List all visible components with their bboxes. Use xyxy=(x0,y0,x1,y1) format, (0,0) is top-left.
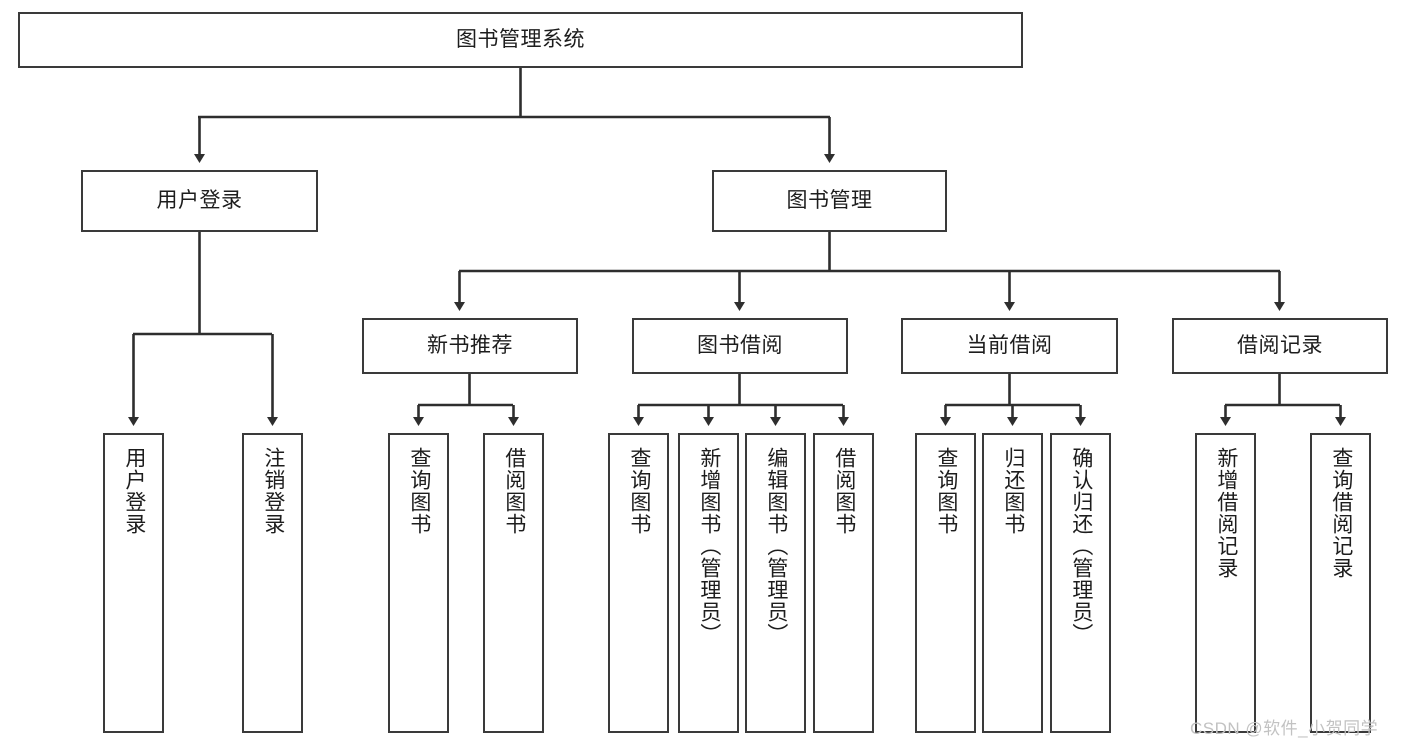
node-leaf-logout-login[interactable]: 注销登录 xyxy=(242,433,303,733)
node-leaf-return-book[interactable]: 归还图书 xyxy=(982,433,1043,733)
node-leaf-query-book-1-label: 查询图书 xyxy=(407,447,431,535)
node-new-book-recommend[interactable]: 新书推荐 xyxy=(362,318,578,374)
node-leaf-user-login[interactable]: 用户登录 xyxy=(103,433,164,733)
node-book-manage-label: 图书管理 xyxy=(786,189,873,213)
node-leaf-logout-login-label: 注销登录 xyxy=(261,447,285,535)
node-leaf-confirm-return-label: 确认归还（管理员） xyxy=(1069,447,1093,645)
node-leaf-add-book-label: 新增图书（管理员） xyxy=(697,447,721,645)
node-leaf-borrow-book-1[interactable]: 借阅图书 xyxy=(483,433,544,733)
node-leaf-add-book[interactable]: 新增图书（管理员） xyxy=(678,433,739,733)
node-book-manage[interactable]: 图书管理 xyxy=(712,170,947,232)
node-leaf-query-book-2[interactable]: 查询图书 xyxy=(608,433,669,733)
node-borrow-record-label: 借阅记录 xyxy=(1237,334,1323,358)
node-leaf-query-borrow-record[interactable]: 查询借阅记录 xyxy=(1310,433,1371,733)
node-leaf-borrow-book-1-label: 借阅图书 xyxy=(502,447,526,535)
node-leaf-edit-book[interactable]: 编辑图书（管理员） xyxy=(745,433,806,733)
node-leaf-query-book-3[interactable]: 查询图书 xyxy=(915,433,976,733)
node-user-login-label: 用户登录 xyxy=(156,189,243,213)
node-leaf-user-login-label: 用户登录 xyxy=(122,447,146,535)
node-root[interactable]: 图书管理系统 xyxy=(18,12,1023,68)
node-leaf-query-book-3-label: 查询图书 xyxy=(934,447,958,535)
node-book-borrow-label: 图书借阅 xyxy=(697,334,783,358)
node-borrow-record[interactable]: 借阅记录 xyxy=(1172,318,1388,374)
node-current-borrow[interactable]: 当前借阅 xyxy=(901,318,1118,374)
node-current-borrow-label: 当前借阅 xyxy=(966,334,1053,358)
node-leaf-borrow-book-2-label: 借阅图书 xyxy=(832,447,856,535)
node-new-book-recommend-label: 新书推荐 xyxy=(427,334,513,358)
node-leaf-confirm-return[interactable]: 确认归还（管理员） xyxy=(1050,433,1111,733)
node-leaf-query-book-1[interactable]: 查询图书 xyxy=(388,433,449,733)
node-leaf-borrow-book-2[interactable]: 借阅图书 xyxy=(813,433,874,733)
node-book-borrow[interactable]: 图书借阅 xyxy=(632,318,848,374)
node-leaf-add-borrow-record[interactable]: 新增借阅记录 xyxy=(1195,433,1256,733)
watermark: CSDN @软件_小贺同学 xyxy=(1190,719,1379,738)
node-leaf-query-book-2-label: 查询图书 xyxy=(627,447,651,535)
node-leaf-return-book-label: 归还图书 xyxy=(1001,447,1025,535)
node-root-label: 图书管理系统 xyxy=(456,28,585,52)
node-user-login[interactable]: 用户登录 xyxy=(81,170,318,232)
node-leaf-query-borrow-record-label: 查询借阅记录 xyxy=(1329,447,1353,579)
node-leaf-edit-book-label: 编辑图书（管理员） xyxy=(764,447,788,645)
node-leaf-add-borrow-record-label: 新增借阅记录 xyxy=(1214,447,1238,579)
